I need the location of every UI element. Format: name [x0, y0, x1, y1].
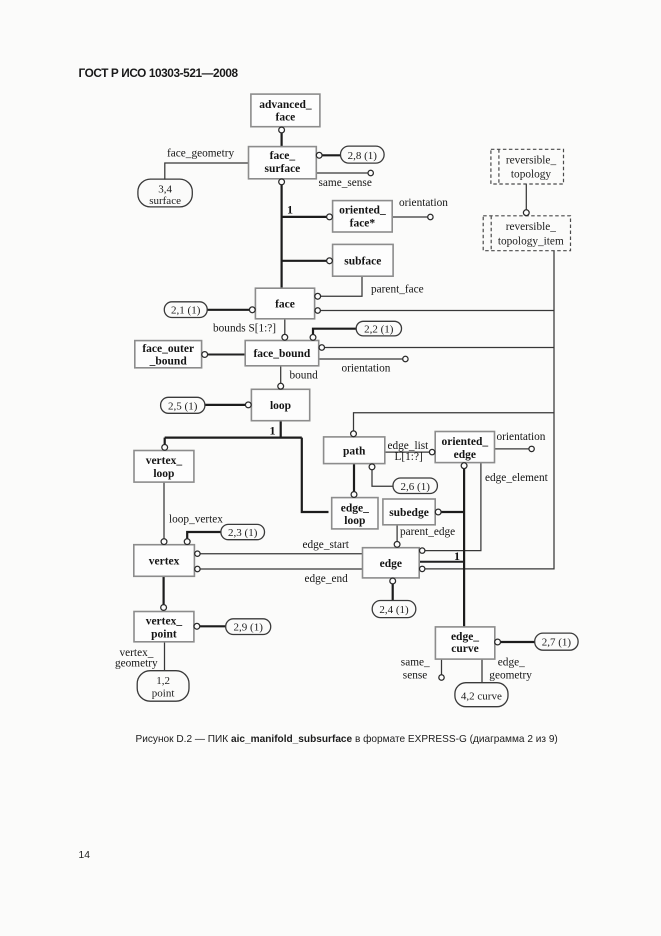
- svg-text:3,4: 3,4: [158, 183, 172, 195]
- svg-text:4,2 curve: 4,2 curve: [461, 690, 502, 702]
- svg-text:face_geometry: face_geometry: [167, 148, 234, 160]
- svg-text:2,5 (1): 2,5 (1): [168, 400, 198, 412]
- svg-text:face: face: [275, 299, 295, 311]
- svg-text:loop: loop: [344, 515, 365, 527]
- svg-text:same_sense: same_sense: [319, 177, 372, 189]
- svg-text:edge_: edge_: [498, 656, 525, 668]
- svg-text:_bound: _bound: [149, 355, 188, 367]
- svg-text:L[1:?]: L[1:?]: [395, 451, 423, 463]
- svg-text:2,9 (1): 2,9 (1): [234, 622, 264, 634]
- svg-text:edge: edge: [454, 449, 476, 461]
- svg-text:2,1 (1): 2,1 (1): [171, 305, 201, 317]
- svg-text:face_bound: face_bound: [253, 348, 310, 360]
- svg-text:point: point: [151, 629, 177, 641]
- svg-text:surface: surface: [265, 163, 301, 175]
- svg-text:orientation: orientation: [342, 363, 391, 375]
- svg-text:face_: face_: [270, 150, 296, 162]
- svg-text:point: point: [152, 687, 175, 699]
- svg-text:2,2 (1): 2,2 (1): [364, 324, 394, 336]
- svg-text:1,2: 1,2: [156, 675, 170, 687]
- svg-text:edge_: edge_: [451, 631, 479, 643]
- svg-text:2,6 (1): 2,6 (1): [401, 481, 431, 493]
- svg-text:2,3 (1): 2,3 (1): [228, 527, 258, 539]
- svg-text:reversible_: reversible_: [506, 155, 557, 167]
- svg-text:subedge: subedge: [389, 507, 429, 519]
- svg-text:bound: bound: [290, 370, 319, 382]
- svg-text:Рисунок D.2 — ПИК aic_manifold: Рисунок D.2 — ПИК aic_manifold_subsurfac…: [136, 733, 558, 745]
- svg-text:edge: edge: [380, 558, 402, 570]
- svg-text:14: 14: [79, 850, 91, 861]
- svg-text:parent_face: parent_face: [371, 284, 424, 296]
- svg-text:same_: same_: [401, 657, 430, 669]
- svg-text:subface: subface: [344, 255, 381, 267]
- svg-text:face: face: [276, 112, 296, 124]
- svg-text:topology_item: topology_item: [498, 236, 564, 248]
- svg-text:edge_: edge_: [341, 502, 369, 514]
- svg-text:path: path: [343, 445, 366, 457]
- svg-text:face_outer: face_outer: [142, 343, 194, 355]
- svg-text:vertex: vertex: [149, 556, 180, 568]
- svg-text:oriented_: oriented_: [441, 436, 488, 448]
- svg-text:edge_end: edge_end: [305, 573, 349, 585]
- svg-text:vertex_: vertex_: [120, 647, 154, 659]
- svg-text:parent_edge: parent_edge: [400, 526, 455, 538]
- svg-text:loop_vertex: loop_vertex: [169, 514, 223, 526]
- svg-text:1: 1: [454, 549, 460, 563]
- svg-text:orientation: orientation: [399, 197, 448, 209]
- svg-text:bounds S[1:?]: bounds S[1:?]: [213, 323, 276, 335]
- svg-text:vertex_: vertex_: [146, 455, 183, 467]
- svg-text:reversible_: reversible_: [506, 221, 557, 233]
- svg-text:2,7 (1): 2,7 (1): [542, 637, 572, 649]
- svg-text:2,4 (1): 2,4 (1): [379, 604, 409, 616]
- svg-text:advanced_: advanced_: [259, 99, 312, 111]
- svg-text:sense: sense: [403, 670, 427, 682]
- svg-text:topology: topology: [511, 169, 552, 181]
- svg-text:vertex_: vertex_: [146, 616, 183, 628]
- svg-text:orientation: orientation: [497, 431, 546, 443]
- svg-text:surface: surface: [149, 195, 181, 207]
- svg-text:geometry: geometry: [489, 670, 532, 682]
- svg-text:1: 1: [270, 423, 276, 437]
- svg-text:ГОСТ Р ИСО 10303-521—2008: ГОСТ Р ИСО 10303-521—2008: [79, 66, 239, 80]
- svg-text:edge_list: edge_list: [388, 440, 430, 452]
- svg-text:edge_start: edge_start: [303, 539, 350, 551]
- svg-text:geometry: geometry: [115, 658, 158, 670]
- svg-text:curve: curve: [451, 643, 478, 655]
- svg-text:edge_element: edge_element: [485, 472, 549, 484]
- svg-text:oriented_: oriented_: [339, 205, 386, 217]
- svg-text:loop: loop: [270, 400, 291, 412]
- svg-text:1: 1: [287, 202, 293, 216]
- svg-text:face*: face*: [350, 217, 376, 229]
- svg-text:2,8 (1): 2,8 (1): [348, 150, 378, 162]
- svg-text:loop: loop: [153, 468, 174, 480]
